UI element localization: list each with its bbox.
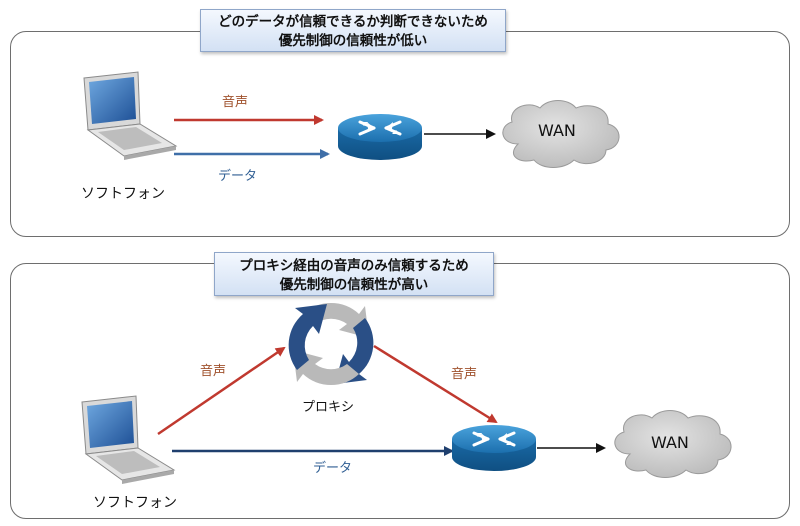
device-label-bottom: ソフトフォン [93,495,177,511]
proxy-label: プロキシ [302,400,355,415]
top-panel-title: どのデータが信頼できるか判断できないため 優先制御の信頼性が低い [200,9,506,52]
softphone-laptop-icon-top [83,71,177,161]
proxy-cycle-icon [288,302,374,386]
device-label-top: ソフトフォン [81,186,165,202]
router-icon-bottom [450,423,538,473]
bottom-title-line2: 優先制御の信頼性が高い [279,277,429,293]
top-title-line2: 優先制御の信頼性が低い [278,33,428,49]
softphone-laptop-icon-bottom [81,395,175,485]
voice-arrow-to-proxy [157,346,286,436]
bottom-title-line1: プロキシ経由の音声のみ信頼するため [239,258,469,274]
bottom-panel-title: プロキシ経由の音声のみ信頼するため 優先制御の信頼性が高い [214,252,494,296]
data-label-top: データ [218,169,258,184]
wan-label-bottom: WAN [651,433,689,452]
voice-label-right-bottom: 音声 [451,367,478,382]
voice-arrow-from-proxy [373,344,498,424]
data-label-bottom: データ [313,461,353,476]
wan-label-top: WAN [538,121,576,140]
top-title-line1: どのデータが信頼できるか判断できないため [218,14,488,30]
voice-label-top: 音声 [222,95,249,110]
voice-label-left-bottom: 音声 [200,364,227,379]
router-icon-top [336,112,424,162]
